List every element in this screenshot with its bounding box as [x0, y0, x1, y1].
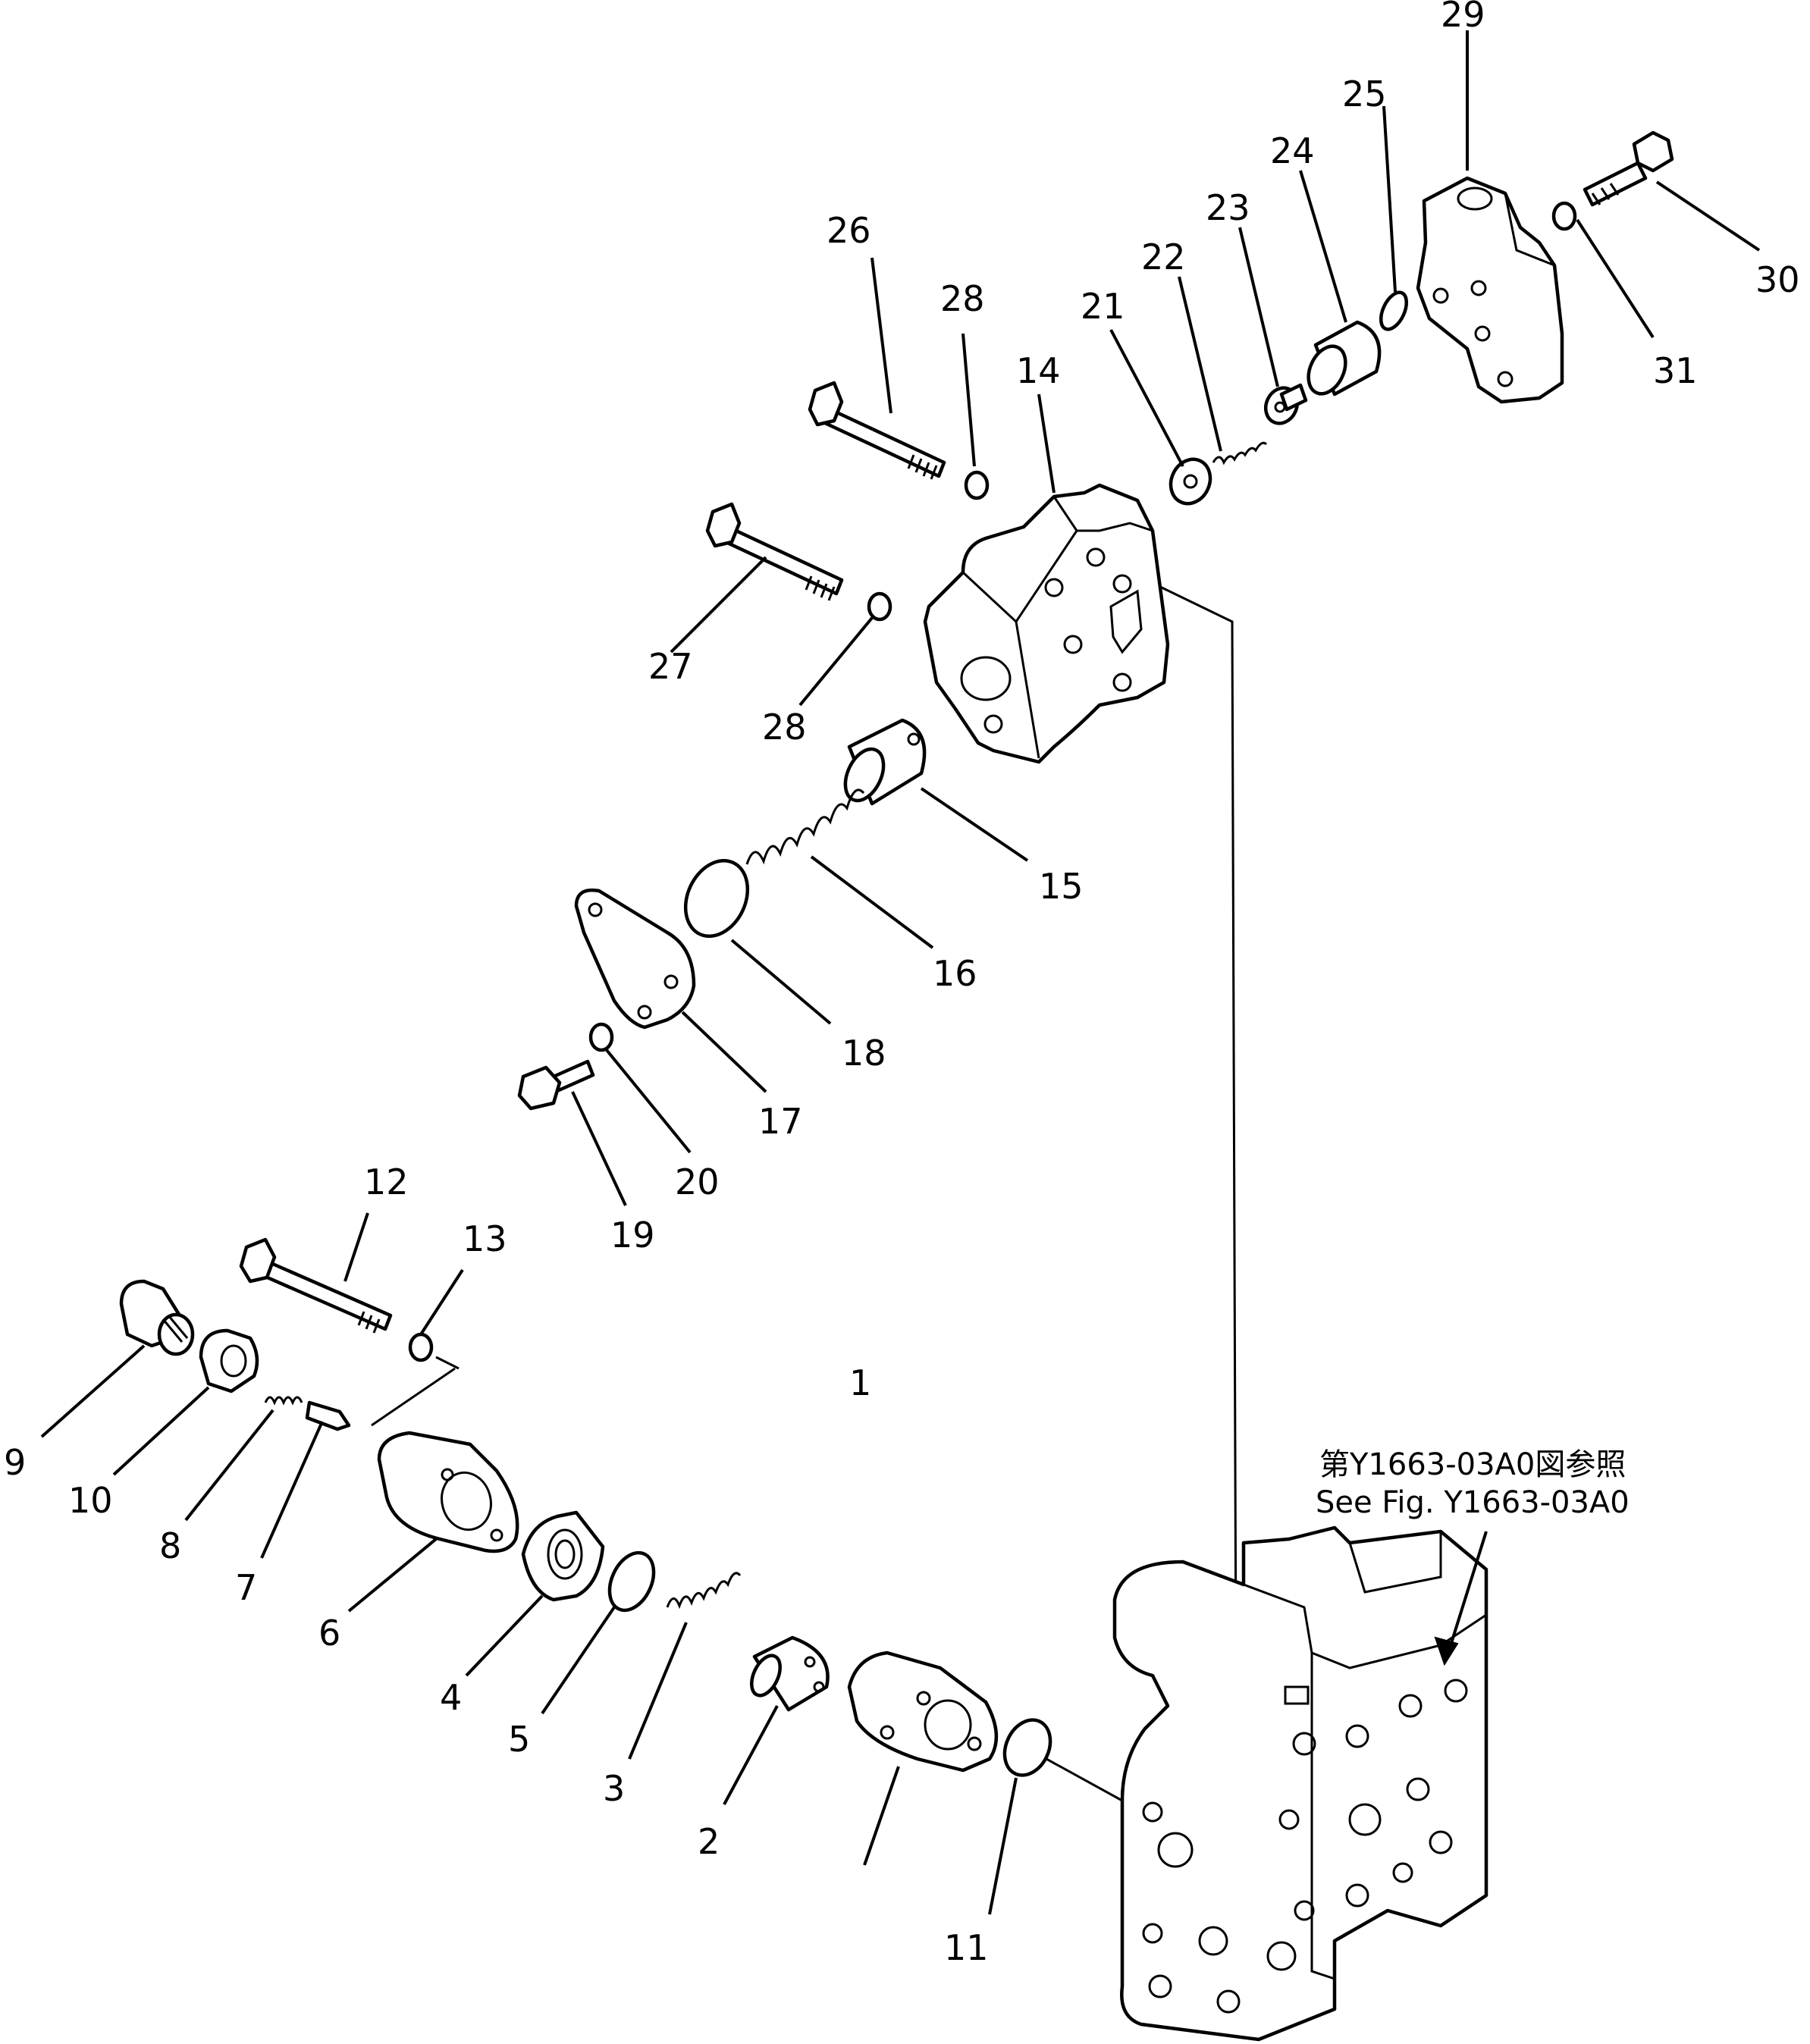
label-part-31: 31 — [1653, 350, 1698, 391]
label-part-15: 15 — [1039, 866, 1084, 907]
reference-note-english: See Fig. Y1663-03A0 — [1316, 1485, 1630, 1520]
assembly-guide-line-lower — [371, 1367, 456, 1427]
spring-part-8 — [264, 1396, 303, 1406]
bolt-part-26 — [808, 381, 946, 480]
label-part-11: 11 — [944, 1927, 989, 1968]
main-valve-body — [1112, 1525, 1488, 2042]
assembly-guide-line — [1106, 560, 1290, 1688]
seat-part-4 — [521, 1510, 605, 1602]
bolt-part-30 — [1583, 130, 1674, 207]
label-part-5: 5 — [508, 1719, 530, 1760]
spring-part-16 — [745, 788, 865, 865]
washer-part-21 — [1169, 457, 1212, 506]
oring-part-18 — [683, 858, 750, 939]
washer-part-28-lower — [867, 591, 892, 622]
label-part-28-lower: 28 — [762, 707, 807, 748]
sleeve-part-15 — [843, 718, 927, 806]
assembly-guide-line-oring — [1046, 1757, 1123, 1802]
housing-part-14 — [923, 483, 1170, 764]
washer-part-20 — [588, 1022, 614, 1052]
label-part-9: 9 — [4, 1442, 26, 1483]
piston-part-24 — [1307, 320, 1382, 397]
oring-part-11 — [1002, 1718, 1052, 1777]
label-part-23: 23 — [1206, 187, 1250, 228]
label-part-7: 7 — [235, 1567, 257, 1608]
label-part-13: 13 — [463, 1218, 507, 1259]
bolt-part-19 — [517, 1059, 595, 1111]
label-part-19: 19 — [610, 1215, 655, 1256]
bolt-part-12 — [239, 1237, 393, 1334]
reference-note: 第Y1663-03A0図参照 See Fig. Y1663-03A0 — [1316, 1447, 1630, 1520]
spring-part-3 — [666, 1572, 742, 1610]
oring-part-25 — [1379, 290, 1409, 331]
label-part-3: 3 — [603, 1768, 625, 1809]
label-part-14: 14 — [1016, 350, 1061, 391]
sleeve-part-2 — [750, 1635, 830, 1712]
cover-part-17 — [574, 888, 696, 1030]
poppet-part-23 — [1263, 383, 1308, 425]
label-part-26: 26 — [827, 210, 871, 251]
oring-part-5 — [607, 1550, 656, 1613]
label-part-21: 21 — [1081, 286, 1125, 327]
label-part-28-upper: 28 — [940, 278, 985, 319]
nut-part-10 — [199, 1328, 259, 1393]
label-part-1: 1 — [849, 1362, 871, 1403]
assembly-guide-line-lower-b — [435, 1356, 460, 1370]
label-part-16: 16 — [933, 953, 977, 994]
bracket-part-29 — [1416, 176, 1564, 404]
housing-part-1 — [847, 1651, 999, 1773]
bolt-part-27 — [705, 502, 844, 601]
label-part-17: 17 — [758, 1101, 803, 1142]
reference-note-japanese: 第Y1663-03A0図参照 — [1319, 1447, 1626, 1482]
label-part-29: 29 — [1441, 0, 1485, 35]
leader-lines — [40, 30, 1761, 1915]
washer-part-28-upper — [964, 470, 990, 500]
spring-part-22 — [1212, 441, 1268, 466]
label-part-12: 12 — [364, 1162, 409, 1202]
label-part-20: 20 — [675, 1162, 720, 1202]
label-part-30: 30 — [1755, 259, 1800, 300]
label-part-10: 10 — [68, 1480, 113, 1521]
label-part-25: 25 — [1342, 74, 1387, 114]
washer-part-13 — [408, 1332, 434, 1362]
label-part-24: 24 — [1270, 130, 1315, 171]
part-labels: 1 2 3 4 5 6 7 8 9 10 11 12 13 14 15 16 1… — [4, 0, 1800, 1968]
label-part-27: 27 — [648, 646, 693, 687]
label-part-2: 2 — [698, 1821, 720, 1862]
label-part-18: 18 — [842, 1033, 886, 1074]
washer-part-31 — [1551, 201, 1577, 231]
pin-part-7 — [305, 1400, 351, 1431]
label-part-6: 6 — [318, 1613, 340, 1654]
label-part-8: 8 — [159, 1525, 181, 1566]
housing-part-6 — [377, 1431, 519, 1553]
label-part-4: 4 — [440, 1677, 462, 1718]
plug-part-9 — [119, 1279, 195, 1356]
label-part-22: 22 — [1141, 237, 1186, 277]
